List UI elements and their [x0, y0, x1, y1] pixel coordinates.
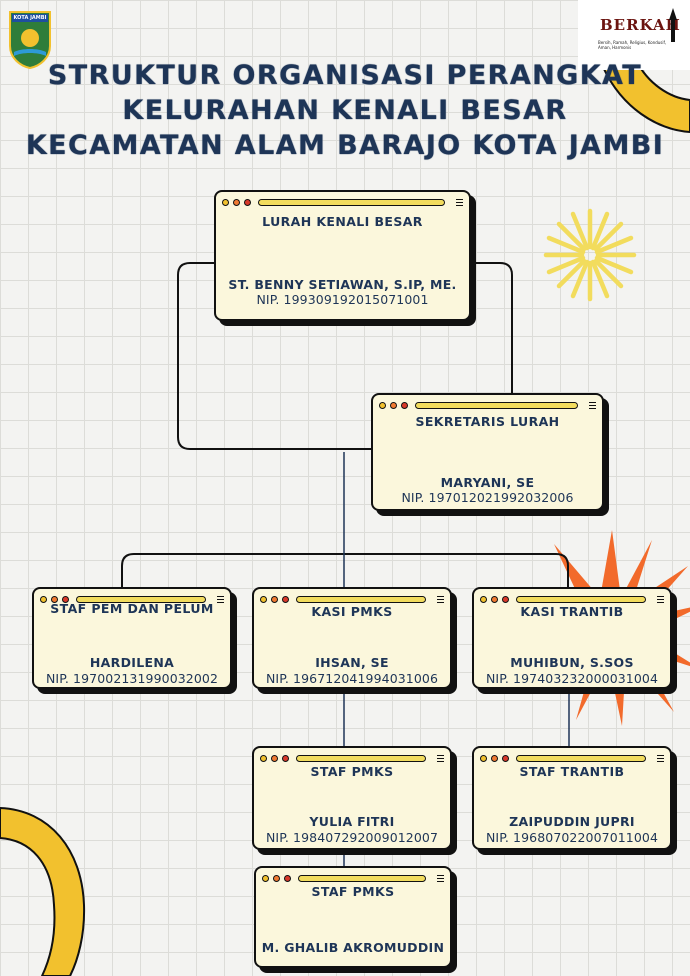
dot-red — [502, 755, 509, 762]
person-name: IHSAN, SE — [315, 655, 389, 670]
address-bar — [76, 596, 206, 603]
dot-orange — [390, 402, 397, 409]
card-toolbar — [480, 754, 664, 764]
role-label: STAF TRANTIB — [519, 764, 625, 779]
card-staf-pem: STAF PEM DAN PELUM HARDILENA NIP. 197002… — [32, 587, 232, 689]
card-toolbar — [260, 595, 444, 605]
nip-text: NIP. 199309192015071001 — [256, 292, 429, 307]
person-name: YULIA FITRI — [309, 814, 395, 829]
dot-orange — [271, 755, 278, 762]
dot-red — [401, 402, 408, 409]
person-name: ST. BENNY SETIAWAN, S.IP, ME. — [228, 277, 457, 292]
dot-orange — [273, 875, 280, 882]
dot-red — [282, 596, 289, 603]
nip-text: NIP. 196807022007011004 — [485, 830, 659, 845]
nip-text: NIP. 196712041994031006 — [265, 671, 439, 686]
card-staf-trantib: STAF TRANTIB ZAIPUDDIN JUPRI NIP. 196807… — [472, 746, 672, 850]
connector-level3 — [121, 553, 569, 587]
person-name: ZAIPUDDIN JUPRI — [509, 814, 635, 829]
dot-orange — [491, 755, 498, 762]
card-kasi-pmks: KASI PMKS IHSAN, SE NIP. 196712041994031… — [252, 587, 452, 689]
role-label: STAF PMKS — [310, 764, 394, 779]
address-bar — [296, 755, 426, 762]
address-bar — [516, 596, 646, 603]
menu-icon — [437, 875, 444, 882]
dot-orange — [51, 596, 58, 603]
title-line-3: KECAMATAN ALAM BARAJO KOTA JAMBI — [25, 130, 665, 161]
dot-red — [284, 875, 291, 882]
role-label: KASI TRANTIB — [520, 604, 624, 619]
card-staf-pmks-2: STAF PMKS M. GHALIB AKROMUDDIN — [254, 866, 452, 968]
menu-icon — [217, 596, 224, 603]
menu-icon — [657, 596, 664, 603]
dot-yellow — [480, 755, 487, 762]
dot-yellow — [262, 875, 269, 882]
nip-text: NIP. 197403232000031004 — [485, 671, 659, 686]
dot-red — [502, 596, 509, 603]
card-toolbar — [480, 595, 664, 605]
card-toolbar — [260, 754, 444, 764]
dot-red — [244, 199, 251, 206]
connector-lurah-loop — [177, 262, 372, 450]
card-toolbar — [262, 874, 444, 884]
dot-orange — [271, 596, 278, 603]
card-toolbar — [40, 595, 224, 605]
nip-text: NIP. 197002131990032002 — [45, 671, 219, 686]
dot-yellow — [379, 402, 386, 409]
card-toolbar — [379, 401, 596, 411]
address-bar — [516, 755, 646, 762]
address-bar — [415, 402, 578, 409]
title-line-1: STRUKTUR ORGANISASI PERANGKAT — [47, 60, 643, 91]
dot-yellow — [40, 596, 47, 603]
person-name: MARYANI, SE — [440, 475, 535, 490]
dot-red — [282, 755, 289, 762]
menu-icon — [437, 596, 444, 603]
address-bar — [296, 596, 426, 603]
nip-text: NIP. 198407292009012007 — [265, 830, 439, 845]
role-label: STAF PMKS — [311, 884, 395, 899]
sunburst — [543, 208, 637, 302]
role-label: KASI PMKS — [311, 604, 393, 619]
dot-yellow — [260, 596, 267, 603]
menu-icon — [589, 402, 596, 409]
person-name: HARDILENA — [89, 655, 175, 670]
card-toolbar — [222, 198, 463, 208]
dot-orange — [491, 596, 498, 603]
role-label: SEKRETARIS LURAH — [415, 414, 560, 429]
page-title: STRUKTUR ORGANISASI PERANGKAT KELURAHAN … — [0, 58, 690, 163]
person-name: MUHIBUN, S.SOS — [510, 655, 634, 670]
dot-orange — [233, 199, 240, 206]
card-staf-pmks-1: STAF PMKS YULIA FITRI NIP. 1984072920090… — [252, 746, 452, 850]
berkah-logo: BERKAH Bersih, Ramah, Religius, Kondusif… — [578, 0, 690, 70]
logo-left-text: KOTA JAMBI — [13, 15, 47, 21]
kota-jambi-logo: KOTA JAMBI — [6, 8, 54, 70]
menu-icon — [657, 755, 664, 762]
dot-yellow — [260, 755, 267, 762]
address-bar — [258, 199, 445, 206]
logo-right-tagline: Bersih, Ramah, Religius, Kondusif, Aman,… — [598, 40, 667, 50]
yellow-arc-bottom-left — [0, 806, 86, 976]
dot-yellow — [222, 199, 229, 206]
dot-yellow — [480, 596, 487, 603]
nip-text: NIP. 197012021992032006 — [401, 490, 574, 505]
connector-lurah-sekretaris — [470, 262, 513, 395]
card-sekretaris: SEKRETARIS LURAH MARYANI, SE NIP. 197012… — [371, 393, 604, 511]
menu-icon — [437, 755, 444, 762]
card-kasi-trantib: KASI TRANTIB MUHIBUN, S.SOS NIP. 1974032… — [472, 587, 672, 689]
role-label: LURAH KENALI BESAR — [262, 214, 423, 229]
title-line-2: KELURAHAN KENALI BESAR — [122, 95, 568, 126]
role-label: STAF PEM DAN PELUM — [50, 601, 214, 616]
person-name: M. GHALIB AKROMUDDIN — [261, 940, 445, 955]
address-bar — [298, 875, 426, 882]
logo-right-brand: BERKAH — [600, 16, 681, 34]
menu-icon — [456, 199, 463, 206]
card-lurah: LURAH KENALI BESAR ST. BENNY SETIAWAN, S… — [214, 190, 471, 321]
dot-red — [62, 596, 69, 603]
